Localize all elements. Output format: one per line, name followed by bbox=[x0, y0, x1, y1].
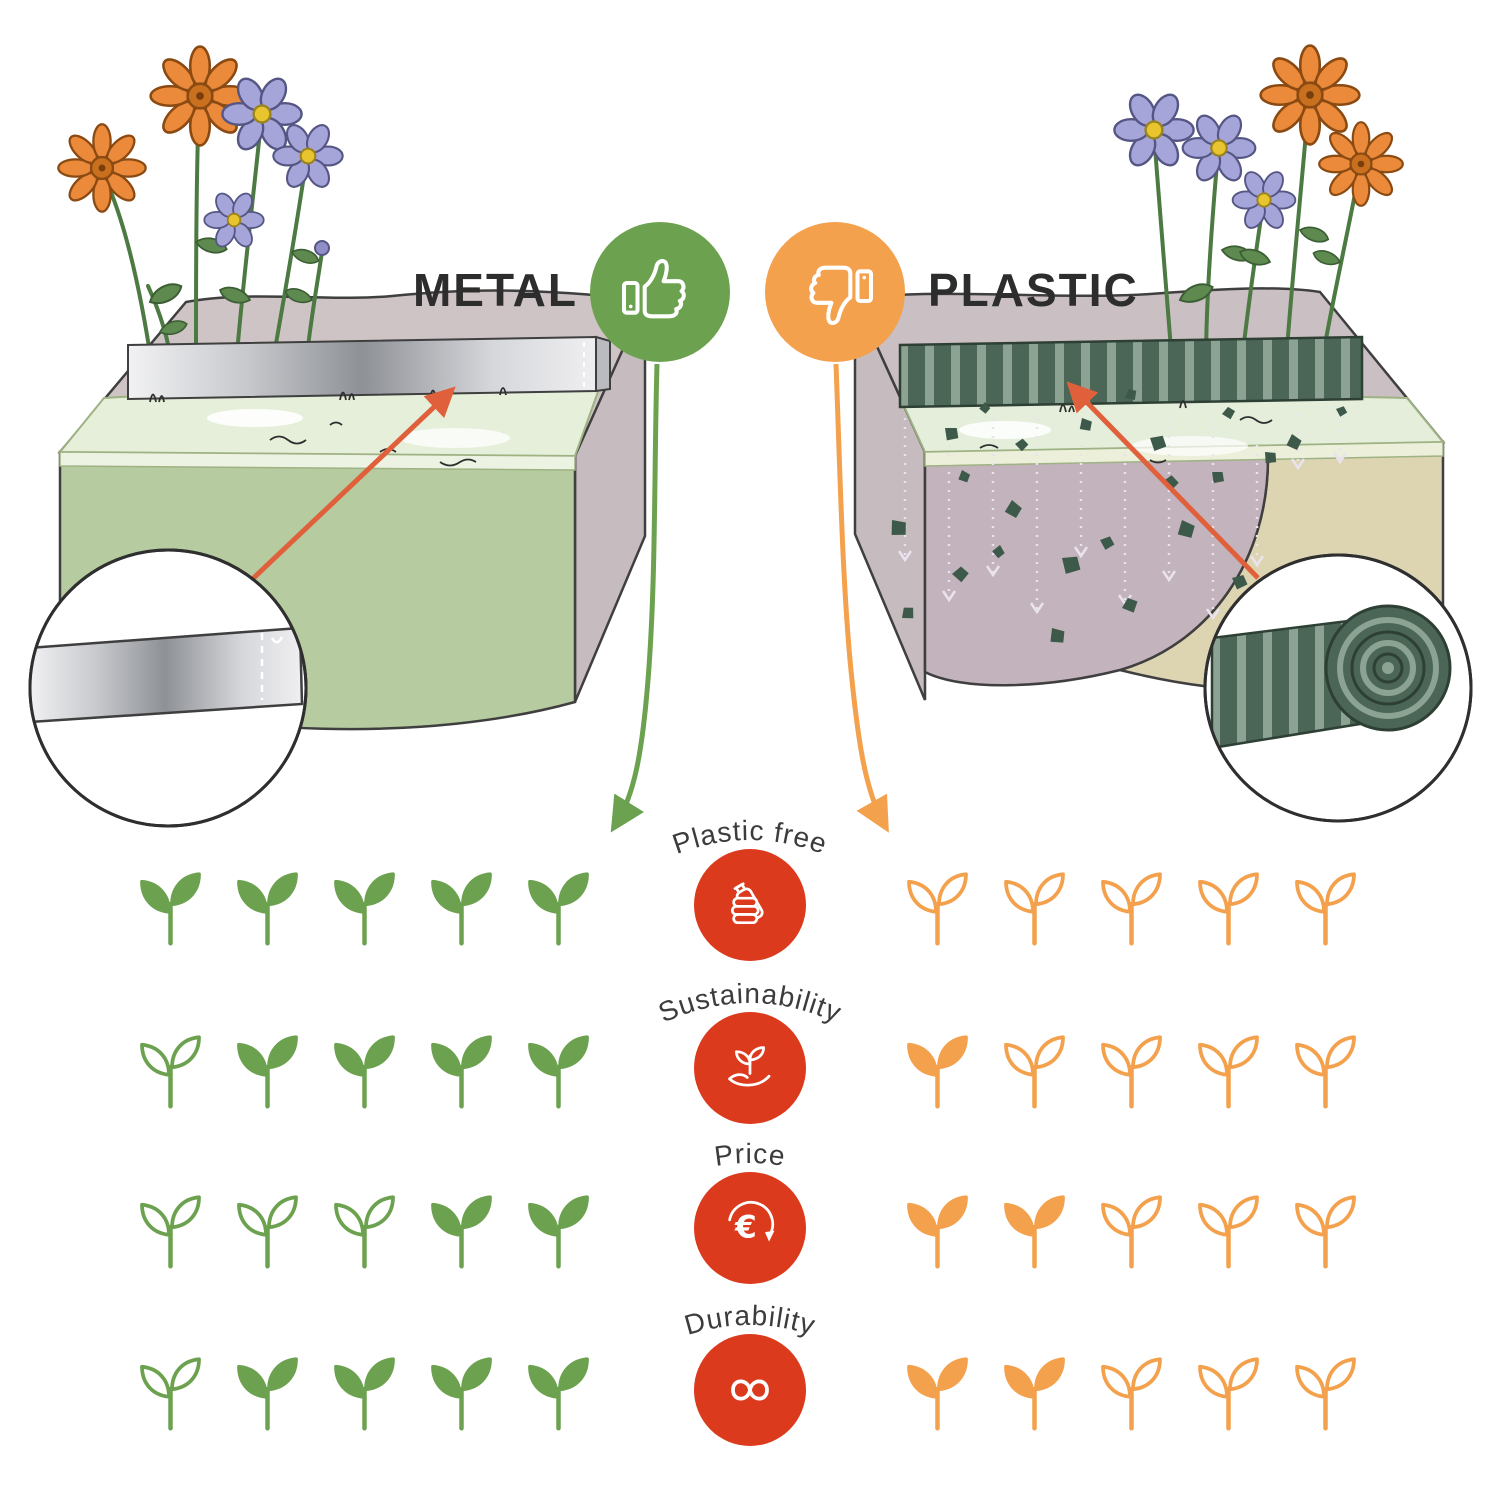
rating-row-plastic-free: Plastic free bbox=[0, 815, 1500, 985]
rating-leaf-filled bbox=[528, 1035, 589, 1109]
metal-detail-inset bbox=[28, 548, 308, 828]
metal-garden-block bbox=[28, 45, 647, 828]
euro-down-icon: € bbox=[728, 1200, 775, 1246]
rating-leaf-outline bbox=[1198, 1195, 1259, 1269]
orange-flower bbox=[1318, 121, 1404, 207]
rating-leaf-outline bbox=[140, 1195, 201, 1269]
metal-flow-arrow bbox=[610, 363, 660, 833]
plastic-free-badge bbox=[694, 849, 806, 961]
orange-flower bbox=[149, 45, 251, 147]
rating-leaf-outline bbox=[907, 872, 968, 946]
rating-leaf-filled bbox=[431, 1195, 492, 1269]
plastic-rating-leaves bbox=[900, 1186, 1363, 1270]
plastic-rating-leaves bbox=[900, 1348, 1363, 1432]
thumbs-down-badge-circle bbox=[765, 222, 905, 362]
metal-callout-arrow bbox=[241, 386, 456, 590]
rating-leaf-filled bbox=[528, 1195, 589, 1269]
rating-leaf-filled bbox=[528, 872, 589, 946]
rating-leaf-filled bbox=[334, 872, 395, 946]
rating-leaf-filled bbox=[140, 872, 201, 946]
plastic-edging-strip bbox=[898, 335, 1364, 409]
plastic-callout-arrow bbox=[1066, 381, 1260, 580]
purple-flower bbox=[1181, 110, 1257, 186]
svg-text:€: € bbox=[734, 1210, 757, 1246]
infinity-icon bbox=[731, 1379, 769, 1401]
rating-leaf-filled bbox=[1004, 1357, 1065, 1431]
rating-leaf-outline bbox=[140, 1357, 201, 1431]
rating-leaf-outline bbox=[1295, 872, 1356, 946]
rating-leaf-filled bbox=[431, 1035, 492, 1109]
rating-leaf-filled bbox=[907, 1035, 968, 1109]
rating-leaf-filled bbox=[237, 872, 298, 946]
plastic-rating-leaves bbox=[900, 863, 1363, 947]
rating-leaf-filled bbox=[334, 1357, 395, 1431]
hand-sprout-icon bbox=[728, 1046, 771, 1087]
rating-row-durability: Durability bbox=[0, 1300, 1500, 1470]
rating-leaf-outline bbox=[1101, 1195, 1162, 1269]
rating-leaf-outline bbox=[1295, 1195, 1356, 1269]
rating-leaf-filled bbox=[431, 1357, 492, 1431]
plastic-title: PLASTIC bbox=[928, 264, 1139, 316]
rating-leaf-filled bbox=[431, 872, 492, 946]
rating-leaf-outline bbox=[1198, 1357, 1259, 1431]
rating-leaf-outline bbox=[1295, 1357, 1356, 1431]
metal-title: METAL bbox=[413, 264, 578, 316]
rating-leaf-filled bbox=[907, 1357, 968, 1431]
orange-flower bbox=[1259, 44, 1361, 146]
thumbs-down-badge bbox=[765, 222, 905, 362]
rating-leaf-outline bbox=[237, 1195, 298, 1269]
bottle-grip-icon bbox=[730, 882, 764, 925]
rating-leaf-filled bbox=[1004, 1195, 1065, 1269]
rating-leaf-filled bbox=[237, 1035, 298, 1109]
metal-rating-leaves bbox=[133, 1348, 596, 1432]
purple-flower bbox=[1231, 167, 1297, 233]
rating-leaf-outline bbox=[1101, 872, 1162, 946]
thumbs-up-badge bbox=[590, 222, 730, 362]
plastic-flow-arrow bbox=[833, 363, 889, 833]
rating-leaf-outline bbox=[1198, 1035, 1259, 1109]
rating-leaf-outline bbox=[1101, 1035, 1162, 1109]
thumbs-up-badge-circle bbox=[590, 222, 730, 362]
rating-label-price: Price bbox=[713, 1138, 788, 1172]
rating-leaf-outline bbox=[1101, 1357, 1162, 1431]
rating-leaf-outline bbox=[1295, 1035, 1356, 1109]
durability-badge bbox=[694, 1334, 806, 1446]
rating-leaf-outline bbox=[1004, 872, 1065, 946]
metal-rating-leaves bbox=[133, 1186, 596, 1270]
rating-leaf-outline bbox=[140, 1035, 201, 1109]
svg-text:Price: Price bbox=[713, 1138, 788, 1172]
plastic-garden-block bbox=[853, 44, 1473, 823]
metal-rating-leaves bbox=[133, 1026, 596, 1110]
garden-comparison-illustration: METAL PLASTIC bbox=[28, 44, 1473, 833]
rating-row-price: Price € bbox=[0, 1138, 1500, 1308]
rating-leaf-filled bbox=[528, 1357, 589, 1431]
metal-rating-leaves bbox=[133, 863, 596, 947]
price-badge: € bbox=[694, 1172, 806, 1284]
rating-leaf-outline bbox=[1004, 1035, 1065, 1109]
rating-leaf-filled bbox=[334, 1035, 395, 1109]
rating-leaf-outline bbox=[334, 1195, 395, 1269]
rating-leaf-outline bbox=[1198, 872, 1259, 946]
plastic-roll-inset bbox=[1203, 553, 1473, 823]
plastic-rating-leaves bbox=[900, 1026, 1363, 1110]
orange-flower bbox=[57, 123, 147, 213]
sustainability-badge bbox=[694, 1012, 806, 1124]
rating-leaf-filled bbox=[237, 1357, 298, 1431]
rating-row-sustainability: Sustainability bbox=[0, 978, 1500, 1148]
metal-edging-strip bbox=[127, 335, 611, 401]
rating-leaf-filled bbox=[907, 1195, 968, 1269]
